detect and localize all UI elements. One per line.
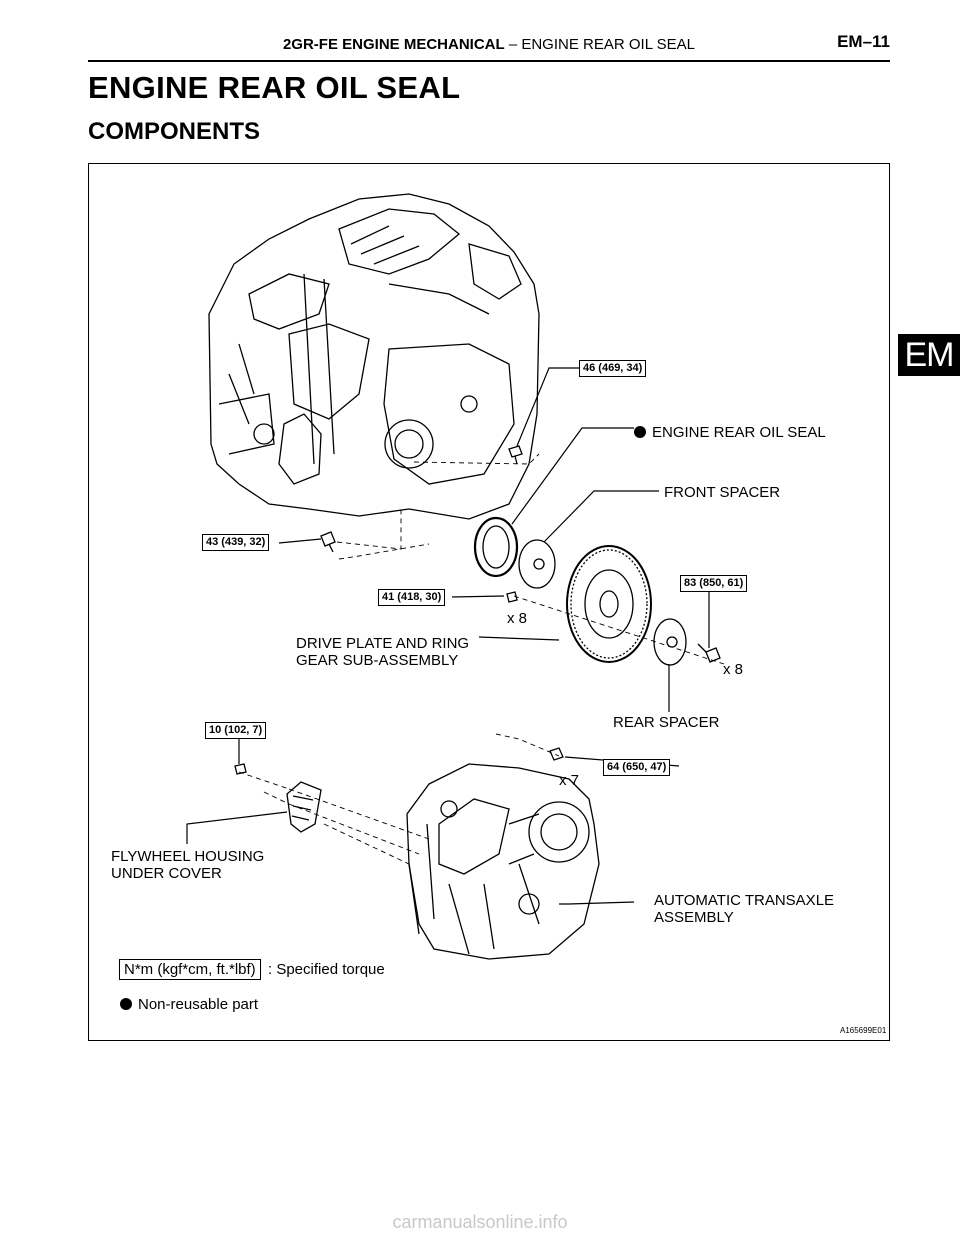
count-rear-bolts: x 8 <box>723 661 744 678</box>
section-heading: COMPONENTS <box>88 118 261 145</box>
page-number: EM–11 <box>837 32 890 51</box>
label-front-spacer: FRONT SPACER <box>664 484 781 501</box>
legend-torque-text: : Specified torque <box>268 961 385 978</box>
transaxle-illustration <box>406 763 600 960</box>
label-flywheel-housing-under-cover: FLYWHEEL HOUSING UNDER COVER <box>111 848 265 882</box>
torque-83: 83 (850, 61) <box>680 575 748 592</box>
count-drive-plate-bolts: x 8 <box>507 610 528 627</box>
page-header: 2GR-FE ENGINE MECHANICAL – ENGINE REAR O… <box>88 30 890 62</box>
header-subsection: ENGINE REAR OIL SEAL <box>521 36 696 53</box>
page-title: ENGINE REAR OIL SEAL <box>88 70 461 105</box>
legend-nonreusable-text: Non-reusable part <box>138 996 259 1013</box>
torque-64: 64 (650, 47) <box>603 759 671 776</box>
torque-41: 41 (418, 30) <box>378 589 446 606</box>
legend-nonreusable-dot <box>120 998 132 1010</box>
section-tab: EM <box>898 334 960 376</box>
components-figure: 46 (469, 34) ENGINE REAR OIL SEAL FRONT … <box>88 163 890 1041</box>
label-automatic-transaxle: AUTOMATIC TRANSAXLE ASSEMBLY <box>654 892 835 926</box>
figure-id: A165699E01 <box>840 1026 887 1035</box>
torque-46: 46 (469, 34) <box>579 360 647 377</box>
engine-illustration <box>208 193 540 520</box>
header-title: 2GR-FE ENGINE MECHANICAL – ENGINE REAR O… <box>88 36 890 53</box>
legend-torque-box: N*m (kgf*cm, ft.*lbf) <box>119 959 261 980</box>
torque-10: 10 (102, 7) <box>205 722 267 739</box>
header-separator: – <box>504 36 522 53</box>
footer-watermark: carmanualsonline.info <box>392 1212 568 1232</box>
label-rear-spacer: REAR SPACER <box>613 714 720 731</box>
torque-43: 43 (439, 32) <box>202 534 270 551</box>
label-engine-rear-oil-seal: ENGINE REAR OIL SEAL <box>652 424 826 441</box>
nonreusable-mark-oil-seal <box>634 426 646 438</box>
count-transaxle-bolts: x 7 <box>559 772 580 789</box>
label-drive-plate: DRIVE PLATE AND RING GEAR SUB-ASSEMBLY <box>296 635 470 669</box>
header-section: 2GR-FE ENGINE MECHANICAL <box>282 36 505 53</box>
